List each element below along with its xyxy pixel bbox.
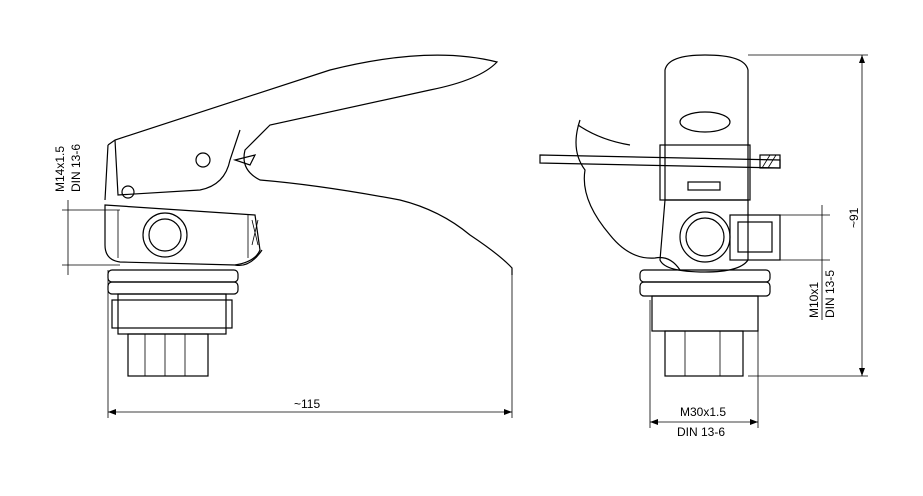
right-bottom-thread xyxy=(664,330,744,377)
left-length-label: ~115 xyxy=(294,397,320,411)
right-base-thread-standard: DIN 13-6 xyxy=(677,425,725,439)
left-lever-pin xyxy=(195,152,211,168)
right-view-valve xyxy=(539,54,868,428)
right-side-thread-standard: DIN 13-5 xyxy=(823,270,837,318)
left-thread-label: M14x1.5 xyxy=(53,146,67,192)
right-seal-wire xyxy=(575,119,681,271)
left-body xyxy=(104,204,261,266)
left-lever xyxy=(107,54,513,275)
left-view-valve xyxy=(62,54,513,418)
left-pivot-pin xyxy=(121,185,135,199)
right-body xyxy=(659,199,749,273)
left-thread-standard: DIN 13-6 xyxy=(69,144,83,192)
right-side-thread-label: M10x1 xyxy=(807,282,821,318)
right-nut xyxy=(651,295,759,332)
right-outlet-port xyxy=(679,211,731,263)
left-bottom-thread xyxy=(127,333,209,377)
right-height-label: ~91 xyxy=(847,207,861,228)
right-base-thread-label: M30x1.5 xyxy=(680,405,726,419)
left-outlet-port xyxy=(142,212,188,258)
right-side-port xyxy=(729,214,781,261)
right-lever xyxy=(664,54,749,200)
